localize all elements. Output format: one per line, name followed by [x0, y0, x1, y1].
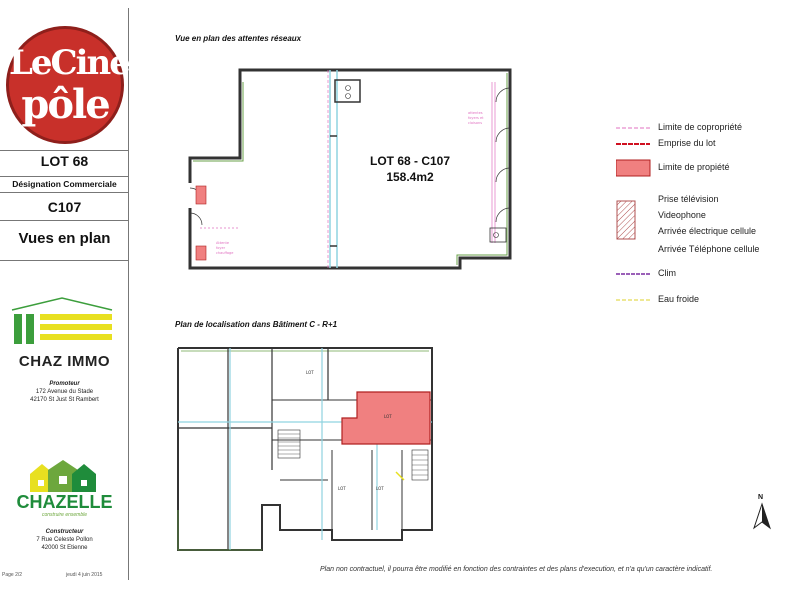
legend-hatch-icon: [616, 200, 636, 240]
plan1-lot: LOT 68 - C107: [369, 154, 451, 168]
footer-page: Page 2/2: [2, 572, 23, 578]
divider: [0, 220, 129, 221]
legend-dash-red-icon: [616, 143, 650, 145]
sidebar: LeCiné pôle LOT 68 Désignation Commercia…: [0, 8, 131, 580]
legend-dash-purple-icon: [616, 273, 650, 275]
svg-text:foyers et: foyers et: [468, 116, 484, 120]
builder-brand: CHAZELLE: [16, 492, 113, 512]
plan1-lot-label: LOT 68 - C107 158.4m2: [340, 153, 480, 185]
promoter-role: Promoteur: [49, 381, 80, 387]
designation-value: C107: [47, 199, 82, 215]
plan2-title: Plan de localisation dans Bâtiment C - R…: [175, 320, 338, 329]
plan1-area: 158.4m2: [386, 170, 434, 184]
legend-item-propriete: Limite de propiété: [612, 158, 792, 178]
lot-number: LOT 68: [40, 153, 89, 169]
legend-label: Prise télévision: [658, 194, 719, 204]
legend-label: Eau froide: [658, 294, 700, 304]
divider: [0, 176, 129, 177]
network-plan-drawing: attentes foyers et cloisons Attente foye…: [188, 68, 512, 270]
svg-text:LOT: LOT: [376, 486, 384, 491]
legend-label: Arrivée Téléphone cellule: [658, 244, 760, 254]
plan1-title: Vue en plan des attentes réseaux: [175, 34, 302, 43]
legend-label: Clim: [658, 268, 676, 278]
north-label: N: [758, 494, 764, 501]
promoter-address-2: 42170 St Just St Rambert: [30, 397, 99, 403]
svg-text:Attente: Attente: [216, 241, 229, 245]
building-location-plan-drawing: LOT LOT LOT LOT: [177, 347, 433, 551]
svg-text:LOT: LOT: [306, 370, 314, 375]
promoter-info: Promoteur 172 Avenue du Stade 42170 St J…: [0, 380, 129, 404]
legend-item-clim: Clim: [612, 268, 792, 282]
promoter-brand: CHAZ IMMO: [18, 353, 111, 370]
north-arrow-icon: [753, 502, 771, 530]
legend-item-eau: Eau froide: [612, 294, 792, 308]
chazelle-logo-icon: [30, 460, 96, 492]
divider: [0, 192, 129, 193]
disclaimer: Plan non contractuel, il pourra être mod…: [320, 566, 713, 573]
svg-text:cloisons: cloisons: [468, 121, 482, 125]
views-title: Vues en plan: [18, 230, 111, 247]
legend-item-videophone: Videophone: [612, 210, 792, 224]
builder-tagline: construire ensemble: [41, 512, 88, 518]
svg-text:foyer: foyer: [216, 246, 226, 250]
legend-item-electric: Arrivée électrique cellule: [612, 226, 792, 240]
legend-fill-red-icon: [616, 159, 651, 177]
builder-role: Constructeur: [45, 529, 84, 535]
lecinepole-logo: LeCiné pôle: [6, 26, 131, 144]
legend-label: Videophone: [658, 210, 706, 220]
chaz-immo-logo-icon: [11, 297, 113, 344]
svg-text:LOT: LOT: [384, 414, 392, 419]
legend-item-tv: Prise télévision: [612, 194, 792, 208]
promoter-address-1: 172 Avenue du Stade: [35, 389, 94, 395]
legend-label: Arrivée électrique cellule: [658, 226, 757, 236]
svg-text:attentes: attentes: [468, 111, 483, 115]
legend-dash-pink-icon: [616, 127, 650, 129]
svg-text:LOT: LOT: [338, 486, 346, 491]
legend-label: Emprise du lot: [658, 138, 716, 148]
designation-label: Désignation Commerciale: [12, 179, 117, 189]
logo-line2: pôle: [21, 81, 110, 128]
logo-line1: LeCiné: [9, 43, 131, 83]
legend-item-copropriete: Limite de copropriété: [612, 122, 792, 136]
builder-address-1: 7 Rue Celeste Pollon: [36, 537, 93, 543]
builder-info: Constructeur 7 Rue Celeste Pollon 42000 …: [0, 528, 129, 552]
svg-text:chauffage: chauffage: [216, 251, 233, 255]
divider: [0, 150, 129, 151]
legend-item-emprise: Emprise du lot: [612, 138, 792, 152]
builder-address-2: 42000 St Etienne: [41, 545, 88, 551]
footer-date: jeudi 4 juin 2015: [66, 572, 103, 578]
legend: Limite de copropriété Emprise du lot Lim…: [612, 118, 792, 318]
legend-item-phone: Arrivée Téléphone cellule: [612, 244, 792, 258]
divider: [0, 260, 129, 261]
legend-label: Limite de copropriété: [658, 122, 743, 132]
legend-dash-yellow-icon: [616, 299, 650, 301]
legend-label: Limite de propiété: [658, 162, 730, 172]
